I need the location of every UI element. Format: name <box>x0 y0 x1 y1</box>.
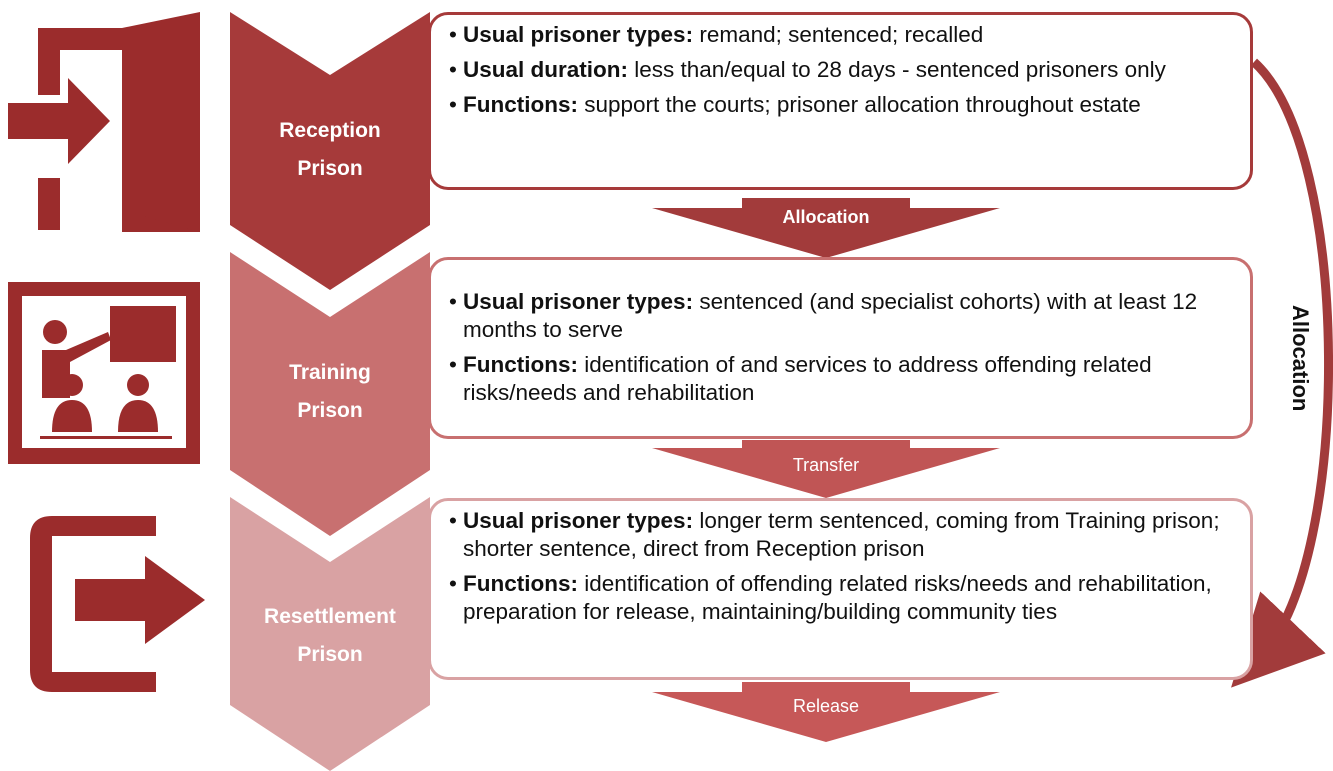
stage-label-training: Training Prison <box>230 354 430 430</box>
bullet-item: Functions: identification of offending r… <box>449 570 1230 626</box>
door-exit-icon <box>30 516 205 692</box>
bullet-item: Usual prisoner types: longer term senten… <box>449 507 1230 563</box>
door-enter-icon <box>8 12 200 232</box>
transfer-arrow <box>652 440 1000 498</box>
reception-info-box: Usual prisoner types: remand; sentenced;… <box>428 12 1253 190</box>
classroom-icon <box>8 282 200 464</box>
bullet-text: support the courts; prisoner allocation … <box>577 92 1141 117</box>
bullet-label: Functions: <box>463 352 578 377</box>
resettlement-bullet-list: Usual prisoner types: longer term senten… <box>449 507 1230 626</box>
training-bullet-list: Usual prisoner types: sentenced (and spe… <box>449 288 1230 407</box>
chevron-training <box>230 252 430 536</box>
allocation-arrow-label: Allocation <box>782 207 870 227</box>
stage-label-line: Prison <box>297 643 363 666</box>
bullet-text: identification of offending related risk… <box>463 571 1212 624</box>
bullet-label: Functions: <box>463 92 578 117</box>
chevron-reception <box>230 12 430 290</box>
stage-label-line: Resettlement <box>264 605 396 628</box>
stage-label-line: Prison <box>297 399 363 422</box>
bullet-text: longer term sentenced, coming from Train… <box>463 508 1220 561</box>
bullet-label: Usual prisoner types: <box>463 508 694 533</box>
bullet-text: less than/equal to 28 days - sentenced p… <box>628 57 1166 82</box>
bullet-label: Usual prisoner types: <box>463 22 694 47</box>
bullet-label: Usual duration: <box>463 57 629 82</box>
bullet-text: remand; sentenced; recalled <box>693 22 984 47</box>
chevron-resettlement <box>230 497 430 771</box>
release-arrow-label: Release <box>792 696 860 716</box>
reception-bullet-list: Usual prisoner types: remand; sentenced;… <box>449 21 1230 119</box>
stage-label-resettlement: Resettlement Prison <box>230 598 430 674</box>
bullet-label: Functions: <box>463 571 578 596</box>
stage-label-reception: Reception Prison <box>230 112 430 188</box>
bullet-item: Usual prisoner types: sentenced (and spe… <box>449 288 1230 344</box>
allocation-arrow <box>652 198 1000 258</box>
bullet-text: identification of and services to addres… <box>463 352 1152 405</box>
stage-label-line: Prison <box>297 157 363 180</box>
bullet-item: Usual duration: less than/equal to 28 da… <box>449 56 1230 84</box>
bullet-item: Usual prisoner types: remand; sentenced;… <box>449 21 1230 49</box>
transfer-arrow-label: Transfer <box>792 455 860 475</box>
bullet-item: Functions: support the courts; prisoner … <box>449 91 1230 119</box>
resettlement-info-box: Usual prisoner types: longer term senten… <box>428 498 1253 680</box>
stage-label-line: Reception <box>279 119 381 142</box>
side-allocation-arrow <box>1231 58 1333 688</box>
bullet-label: Usual prisoner types: <box>463 289 694 314</box>
bullet-item: Functions: identification of and service… <box>449 351 1230 407</box>
training-info-box: Usual prisoner types: sentenced (and spe… <box>428 257 1253 439</box>
side-allocation-label: Allocation <box>1288 305 1313 412</box>
release-arrow <box>652 682 1000 742</box>
stage-label-line: Training <box>289 361 371 384</box>
bullet-text: sentenced (and specialist cohorts) with … <box>463 289 1198 342</box>
